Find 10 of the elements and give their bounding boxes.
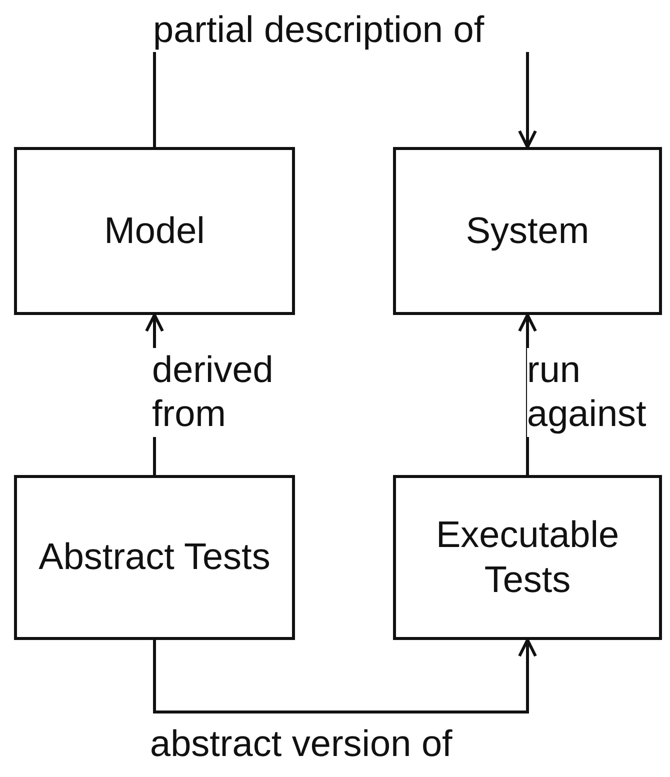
arrow [153,638,537,714]
box-label: Abstract Tests [38,535,270,580]
box-label: Model [104,208,205,253]
process-box [14,147,295,315]
box-label: System [466,208,590,253]
process-box [393,147,662,315]
arrow [518,314,537,475]
box-label: Executable Tests [434,513,620,602]
process-box [393,475,662,640]
process-box [14,475,295,640]
